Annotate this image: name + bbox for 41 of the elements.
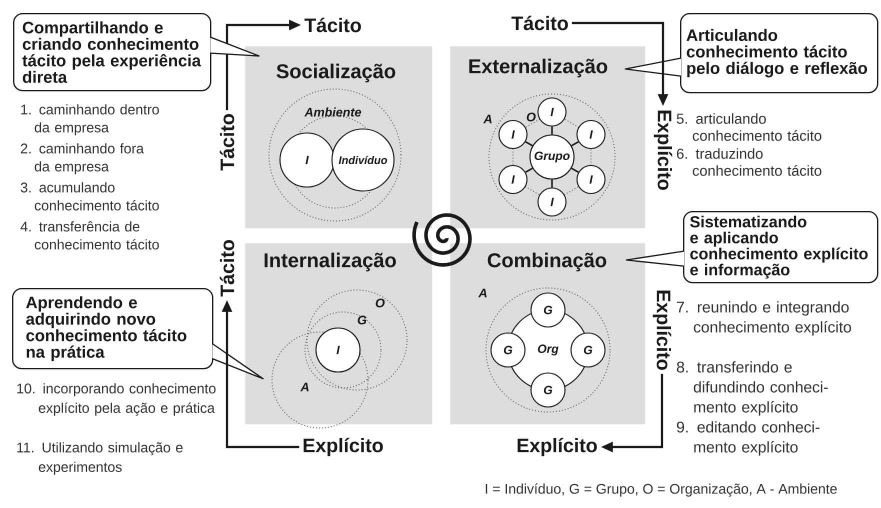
axis-label: Tácito <box>220 114 234 170</box>
circle-letter: Ambiente <box>304 107 362 117</box>
axis-label: Tácito <box>512 16 568 30</box>
connector-line <box>571 141 579 146</box>
circle-letter: O <box>376 298 385 308</box>
callout-tail <box>212 343 264 380</box>
axis-label: Tácito <box>304 18 361 32</box>
callout-tail <box>626 250 685 267</box>
connector-line <box>551 126 553 134</box>
list-item: 3. acumulando conhecimento tácito <box>20 182 159 210</box>
axis-label: Explícito <box>304 438 383 456</box>
circle-letter: A <box>478 288 487 298</box>
circle-letter: A <box>483 114 492 124</box>
connector-line <box>571 168 579 173</box>
list-item: 11. Utilizando simulação e experimentos <box>17 442 183 475</box>
callout-bubble: Articulando conhecimento tácito pelo diálogo e reflexão <box>680 13 878 94</box>
axis-label: Explícito <box>518 438 597 456</box>
callout-bubble: Compartilhando e criando conhecimento tácito pela experiência direta <box>13 13 212 92</box>
list-item: 7. reunindo e integrando conhecimento explícito <box>677 301 852 336</box>
callout-tail <box>210 36 260 57</box>
connector-line <box>525 141 533 146</box>
list-item: 2. caminhando fora da empresa <box>20 143 144 174</box>
list-item: 10. incorporando conhecimento explícito pela ação e prática <box>17 383 216 416</box>
callout-bubble: Sistematizando e aplicando conhecimento explícito e informação <box>683 211 878 284</box>
connector-line <box>525 168 533 173</box>
connector-line <box>551 180 553 188</box>
callout-tail <box>624 58 682 77</box>
callout-bubble: Aprendendo e adquirindo novo conhecimento tácito na prática <box>12 288 214 370</box>
list-item: 4. transferência de conhecimento tácito <box>20 221 159 250</box>
list-item: 5. articulando conhecimento tácito <box>676 113 822 141</box>
axis-label: Tácito <box>220 240 234 296</box>
list-item: 8. transferindo e difundindo conheci- mento explícito <box>676 361 828 416</box>
axis-label: Explícito <box>652 290 672 370</box>
circle-letter: G <box>358 316 366 324</box>
circle-letter: A <box>300 382 309 392</box>
list-item: 9. editando conheci- mento explícito <box>676 421 820 456</box>
key-note: I = Indivíduo, G = Grupo, O = Organização, A - Ambiente <box>486 483 837 497</box>
list-item: 6. traduzindo conhecimento tácito <box>676 148 822 176</box>
axis-label: Explícito <box>654 110 672 190</box>
circle-letter: O <box>526 112 536 122</box>
list-item: 1. caminhando dentro da empresa <box>21 104 159 136</box>
